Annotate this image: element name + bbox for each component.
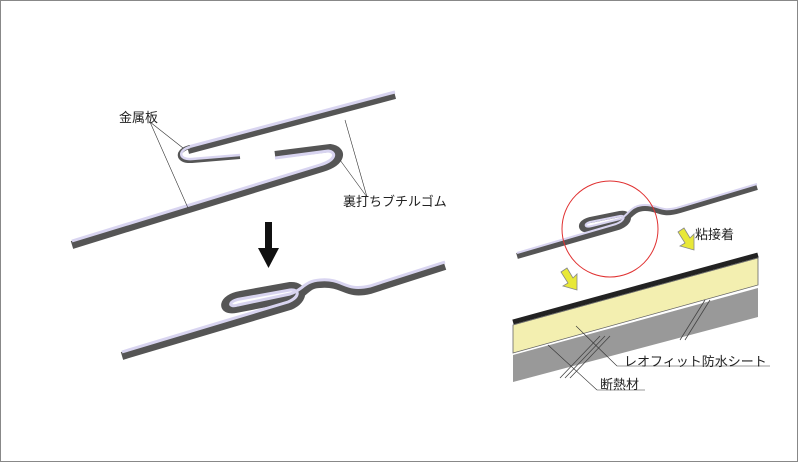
plates-before-joining: [70, 90, 397, 249]
label-waterproof-sheet: レオフィット防水シート: [624, 355, 767, 370]
joined-plate-right: [516, 183, 758, 259]
insulation-layer: [512, 257, 759, 354]
label-butyl-rubber: 裏打ちブチルゴム: [343, 195, 447, 210]
label-insulation: 断熱材: [600, 378, 640, 393]
substrate-layer: [513, 288, 758, 382]
plates-joined: [120, 260, 447, 360]
label-metal-plate: 金属板: [119, 111, 159, 126]
waterproof-sheet-layer: [512, 252, 759, 325]
down-arrow: [258, 222, 279, 268]
roof-layers: [512, 252, 759, 382]
adhesive-arrow-icon: [560, 267, 578, 291]
label-adhesive: 粘接着: [695, 228, 735, 243]
leader-lines: [149, 119, 770, 391]
adhesive-arrow-icon: [677, 227, 695, 251]
highlight-circle: [561, 180, 659, 278]
